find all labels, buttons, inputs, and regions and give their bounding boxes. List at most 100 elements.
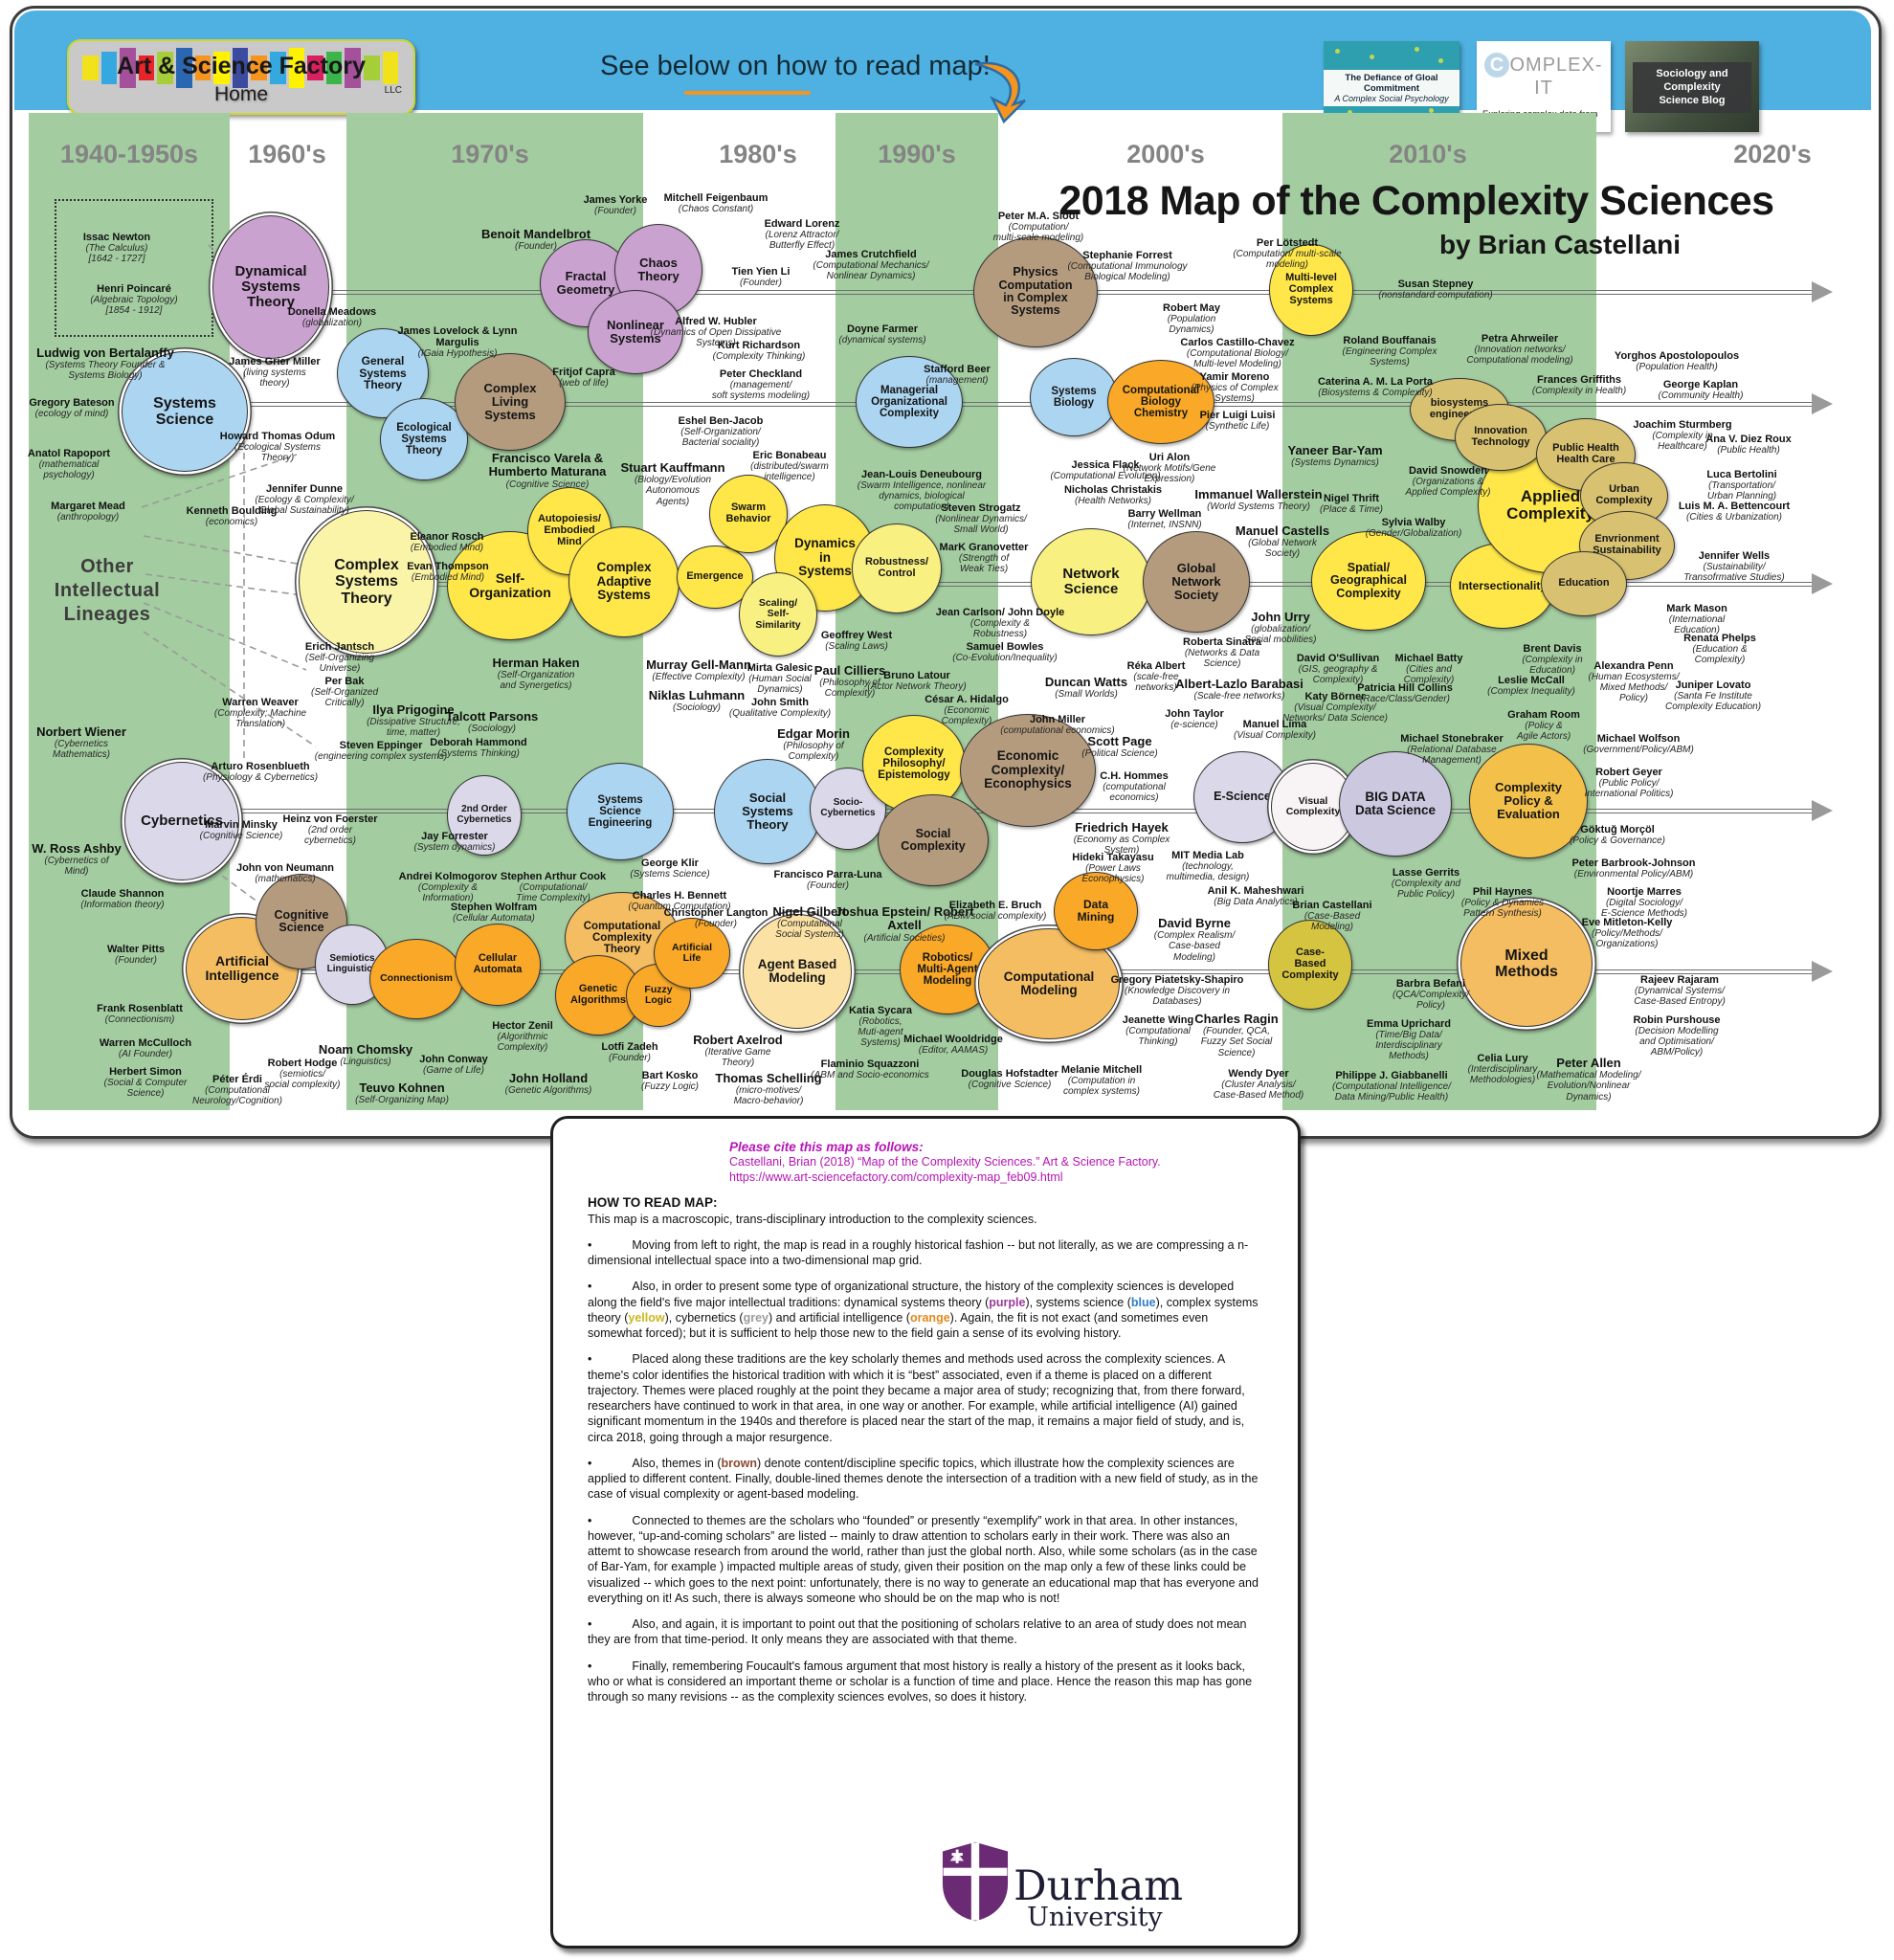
scholar-topic: (Cognitive Science) <box>199 831 283 842</box>
how-to-read-panel: Please cite this map as follows: Castell… <box>550 1116 1301 1949</box>
logo-block <box>82 56 99 80</box>
scholar-name: Nigel Gilbert <box>772 904 847 919</box>
scholar-topic: (Editor, AAMAS) <box>918 1045 989 1057</box>
scholar-topic: (Computation/ multi-scale modeling) <box>992 222 1084 244</box>
scholar-label: Jeanette Wing(Computational Thinking) <box>1123 1014 1193 1047</box>
scholar-label: Eshel Ben-Jacob(Self-Organization/ Bacte… <box>679 415 764 448</box>
scholar-topic: (Fuzzy Logic) <box>640 1081 700 1093</box>
scholar-label: Susan Stepney(nonstandard computation) <box>1378 278 1493 301</box>
scholar-topic: (Iterative Game Theory) <box>704 1047 771 1069</box>
scholar-name: MarK Granovetter <box>939 542 1029 553</box>
scholar-label: Samuel Bowles(Co-Evolution/Inequality) <box>952 641 1058 663</box>
scholar-topic: (Self-Organizing Map) <box>355 1095 449 1106</box>
scholar-topic: (Power Laws Econophysics) <box>1081 863 1145 885</box>
scholar-name: Robert Hodge <box>267 1058 338 1069</box>
scholar-topic: (Economy as Complex System) <box>1073 835 1170 857</box>
scholar-label: Claude Shannon(Information theory) <box>80 888 164 910</box>
scholar-label: Immanuel Wallerstein(World Systems Theor… <box>1194 487 1322 512</box>
scholar-topic: (ABM and Socio-economics <box>811 1070 929 1081</box>
scholar-topic: (computational economics) <box>1000 725 1115 737</box>
scholar-label: Wendy Dyer(Cluster Analysis/ Case-Based … <box>1214 1068 1304 1101</box>
scholar-name: Talcott Parsons <box>445 709 539 724</box>
scholar-label: Fritjof Capra(web of life) <box>552 367 614 389</box>
scholar-topic: (Founder) <box>695 919 737 930</box>
scholar-label: Melanie Mitchell(Computation in complex … <box>1061 1064 1142 1097</box>
scholar-name: Jean Carlson/ John Doyle <box>935 607 1065 618</box>
logo-home-button[interactable]: Art & Science Factory LLC Home <box>67 39 415 115</box>
scholar-name: Juniper Lovato <box>1675 679 1751 691</box>
node-spatial-geographical-complexity: Spatial/ Geographical Complexity <box>1311 531 1426 631</box>
scholar-label: Albert-Lazlo Barabasi(Scale-free network… <box>1175 677 1304 702</box>
scholar-topic: (Government/Policy/ABM) <box>1583 745 1694 756</box>
scholar-topic: (living systems theory) <box>243 368 306 390</box>
scholar-label: Brian Castellani(Case-Based Modeling) <box>1292 900 1371 932</box>
howto-bullets: •Moving from left to right, the map is r… <box>588 1237 1263 1705</box>
blog-thumbnail[interactable]: Sociology and Complexity Science Blog <box>1625 41 1759 132</box>
scholar-name: Elizabeth E. Bruch <box>948 900 1042 911</box>
scholar-label: Jessica Flack(Computational Evolution) <box>1050 459 1160 481</box>
bullet-dot: • <box>588 1237 592 1252</box>
scholar-label: Caterina A. M. La Porta(Biosystems & Com… <box>1318 376 1433 398</box>
scholar-label: Yorghos Apostolopoulos(Population Health… <box>1615 350 1739 372</box>
scholar-name: Jay Forrester <box>421 831 488 842</box>
scholar-name: Howard Thomas Odum <box>219 431 336 442</box>
scholar-name: Yorghos Apostolopoulos <box>1614 350 1740 362</box>
node-robotics-multi-agent-modeling: Robotics/ Multi-Agent Modeling <box>900 924 995 1014</box>
scholar-label: Nigel Gilbert(Computational Social Syste… <box>772 904 847 941</box>
scholar-name: Steven Eppinger <box>339 740 423 751</box>
scholar-label: Yamir Moreno(Physics of Complex Systems) <box>1191 371 1278 404</box>
scholar-topic: (Economic Complexity) <box>941 705 992 727</box>
scholar-name: Jessica Flack <box>1071 459 1140 471</box>
scholar-label: Juniper Lovato(Santa Fe Institute Comple… <box>1665 679 1761 712</box>
scholar-topic: (Nonlinear Dynamics/ Small World) <box>935 514 1027 536</box>
scholar-topic: (The Calculus) [1642 - 1727] <box>85 243 148 265</box>
bullet-dot: • <box>588 1617 592 1631</box>
durham-wordmark: Durham <box>1014 1861 1183 1910</box>
scholar-name: Scott Page <box>1087 734 1152 748</box>
scholar-name: Brent Davis <box>1523 643 1582 655</box>
scholar-label: Lotfi Zadeh(Founder) <box>601 1041 657 1063</box>
scholar-topic: (Founder) <box>594 206 636 217</box>
scholar-topic: (Founder, QCA, Fuzzy Set Social Science) <box>1200 1026 1273 1058</box>
node-second-order-cybernetics: 2nd Order Cybernetics <box>447 775 522 856</box>
scholar-topic: (Computational Biology/ Multi-level Mode… <box>1186 348 1289 370</box>
scholar-topic: (ABM/social complexity) <box>944 911 1047 923</box>
scholar-label: Michael Batty(Cities and Complexity) <box>1395 653 1463 685</box>
bullet-dot: • <box>588 1352 592 1367</box>
scholar-topic: (Case-Based Modeling) <box>1304 911 1361 933</box>
scholar-label: Herbert Simon(Social & Computer Science) <box>104 1066 188 1099</box>
scholar-name: Roberta Sinatra <box>1183 636 1261 648</box>
scholar-name: Fritjof Capra <box>552 367 615 378</box>
other-intellectual-lineages-label: Other Intellectual Lineages <box>54 556 161 625</box>
scholar-name: John Taylor <box>1165 708 1224 720</box>
scholar-label: Luis M. A. Bettencourt(Cities & Urbaniza… <box>1679 501 1790 523</box>
scholar-label: Anil K. Maheshwari(Big Data Analytics) <box>1208 885 1304 907</box>
scholar-topic: (Innovation networks/ Computational mode… <box>1466 345 1573 367</box>
scholar-label: Kenneth Boulding(economics) <box>187 505 278 527</box>
scholar-label: Phil Haynes(Policy & Dynamics Pattern Sy… <box>1461 886 1544 919</box>
scholar-label: Ana V. Diez Roux(Public Health) <box>1705 434 1791 456</box>
scholar-label: Steven Strogatz(Nonlinear Dynamics/ Smal… <box>935 502 1027 535</box>
scholar-label: Peter Checkland(management/ soft systems… <box>712 368 810 401</box>
scholar-label: Roland Bouffanais(Engineering Complex Sy… <box>1343 335 1437 368</box>
scholar-topic: (Sustainability/ Transofrmative Studies) <box>1683 562 1785 584</box>
scholar-label: James Yorke(Founder) <box>584 194 648 216</box>
home-link[interactable]: Home <box>213 83 269 105</box>
lineage-line <box>143 602 307 671</box>
citation-url[interactable]: https://www.art-sciencefactory.com/compl… <box>729 1170 1063 1185</box>
howto-intro: This map is a macroscopic, trans-discipl… <box>588 1212 1037 1226</box>
scholar-topic: (Complexity in Health) <box>1531 386 1627 397</box>
node-network-science: Network Science <box>1031 528 1151 635</box>
scholar-name: Stephanie Forrest <box>1082 250 1172 261</box>
scholar-name: Norbert Wiener <box>36 724 126 739</box>
complexit-initial: C <box>1484 53 1510 78</box>
scholar-name: Bruno Latour <box>883 670 950 681</box>
scholar-name: Paul Cilliers <box>813 663 886 678</box>
scholar-name: Anatol Rapoport <box>27 448 111 459</box>
scholar-label: Ilya Prigogine(Dissipative Structure, ti… <box>367 702 460 739</box>
scholar-topic: (Time/Big Data/ Interdisciplinary Method… <box>1375 1030 1442 1062</box>
scholar-name: Ludwig von Bertalanffy <box>36 345 174 360</box>
scholar-label: John Urry(globalization/ Social mobiliti… <box>1244 610 1316 646</box>
scholar-topic: (Network Motifs/Gene Expression) <box>1123 463 1216 485</box>
scholar-topic: (Cities & Urbanization) <box>1685 512 1783 523</box>
